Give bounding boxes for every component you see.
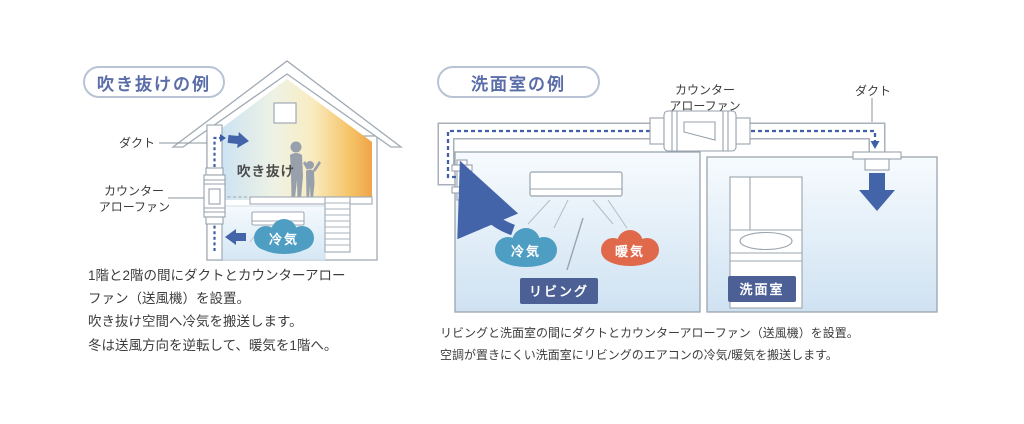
washroom-down-arrow xyxy=(859,173,895,211)
washroom-example-badge-label: 洗面室の例 xyxy=(471,74,566,94)
atrium-example-badge: 吹き抜けの例 xyxy=(83,66,225,98)
duct-label: ダクト xyxy=(119,135,155,150)
window xyxy=(273,102,297,124)
washroom-example-badge: 洗面室の例 xyxy=(437,66,600,98)
washroom-caption: リビングと洗面室の間にダクトとカウンターアローファン（送風機）を設置。 空調が置… xyxy=(440,326,859,362)
cold-air-label-right: 冷気 xyxy=(511,244,541,259)
atrium-house-diagram: 冷気 吹き抜け ダクト カウンター アローファン xyxy=(99,60,403,261)
washroom-diagram: 冷気 暖気 リビング 洗面室 xyxy=(437,98,938,313)
fan-label-line2: アローファン xyxy=(99,200,170,214)
cold-air-cloud-right xyxy=(495,228,557,267)
washroom-chip xyxy=(728,276,796,302)
living-room-label: リビング xyxy=(529,284,589,299)
counter-arrow-fan-device-right xyxy=(649,110,751,152)
or-slash xyxy=(566,217,584,271)
roof xyxy=(171,60,403,148)
duct-outlet xyxy=(852,151,902,171)
people-silhouettes xyxy=(290,141,321,198)
warm-air-label: 暖気 xyxy=(615,244,645,259)
atrium-caption: 1階と2階の間にダクトとカウンターアロー ファン（送風機）を設置。 吹き抜け空間… xyxy=(88,268,346,353)
air-conditioner-right xyxy=(527,171,628,229)
atrium-example-badge-label: 吹き抜けの例 xyxy=(97,74,211,94)
counter-arrow-fan-device xyxy=(203,167,226,225)
fan-label-line1: カウンター xyxy=(104,184,164,198)
duct-airflow-dashed xyxy=(213,134,226,251)
cold-air-label: 冷気 xyxy=(269,232,299,247)
air-out-arrow xyxy=(227,132,249,148)
living-air-curved-arrow xyxy=(457,160,519,240)
second-floor-ledge xyxy=(249,196,373,205)
washroom-label: 洗面室 xyxy=(739,282,784,297)
atrium-label: 吹き抜け xyxy=(237,163,295,179)
duct-label-right: ダクト xyxy=(854,84,891,98)
living-room-chip xyxy=(520,278,598,304)
atrium-space xyxy=(222,79,372,200)
fan-label-right: カウンター アローファン xyxy=(645,82,765,114)
fan-label-right-line1: カウンター xyxy=(674,83,735,97)
cold-air-cloud xyxy=(254,219,314,254)
air-in-arrow xyxy=(225,229,246,245)
stairs xyxy=(324,196,351,253)
warm-air-cloud xyxy=(601,230,659,266)
fan-label-right-line2: アローファン xyxy=(669,99,741,114)
